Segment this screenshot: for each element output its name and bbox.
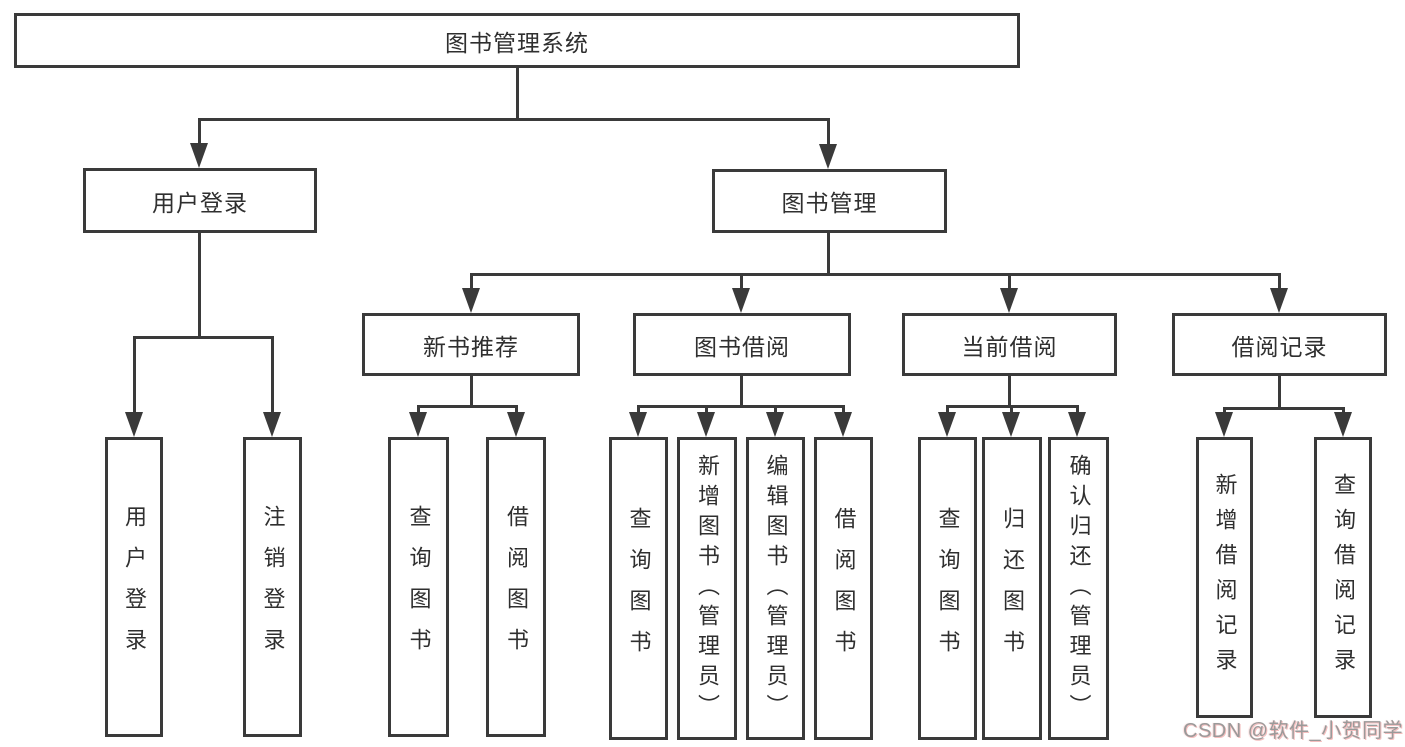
connector-borrowrecords-vertical [1278,376,1281,407]
arrowhead-to-leaf [125,412,143,437]
connector-newbooks-stub [470,273,473,290]
arrowhead-to-leaf [766,412,784,437]
leaf-label: 查询图书 [626,506,652,671]
node-current-borrow: 当前借阅 [902,313,1117,376]
node-root: 图书管理系统 [14,13,1020,68]
leaf-label: 编辑图书（管理员） [763,453,789,724]
arrowhead-to-userlogin [190,143,208,168]
leaf-current-return: 归还图书 [982,437,1042,740]
leaf-borrow-borrow: 借阅图书 [814,437,873,740]
node-borrow-records-label: 借阅记录 [1231,333,1328,360]
connector-borrowrecords-horizontal [1223,407,1345,410]
connector-currentborrow-vertical [1008,376,1011,405]
connector-bookmgmt-vertical [827,233,830,273]
connector-bookborrow-vertical [740,376,743,405]
leaf-label: 借阅图书 [504,505,529,669]
connector-newbooks-horizontal [417,405,518,408]
connector-bookmgmt-stub [827,118,830,145]
leaf-current-query: 查询图书 [918,437,977,740]
arrowhead-to-borrowrecords [1270,288,1288,313]
arrowhead-to-leaf [409,412,427,437]
csdn-watermark: CSDN @软件_小贺同学 [1183,720,1404,742]
connector-userlogin-horizontal [133,336,274,339]
connector-leaf-stub [705,405,708,414]
arrowhead-to-leaf [1215,412,1233,437]
connector-leaf-stub [515,405,518,414]
leaf-newbooks-query: 查询图书 [388,437,449,737]
arrowhead-to-newbooks [462,288,480,313]
connector-root-vertical [516,68,519,118]
connector-bookborrow-horizontal [637,405,845,408]
node-book-mgmt-label: 图书管理 [781,190,878,216]
leaf-label: 归还图书 [1000,506,1025,671]
node-book-mgmt: 图书管理 [712,169,947,233]
connector-newbooks-vertical [470,376,473,405]
leaf-label: 注销登录 [260,505,286,669]
node-root-label: 图书管理系统 [445,29,589,56]
connector-leaf-stub [637,405,640,414]
connector-leaf-stub [946,405,949,414]
connector-leaf-stub [842,405,845,414]
leaf-logout: 注销登录 [243,437,302,737]
leaf-label: 新增借阅记录 [1212,472,1238,683]
connector-borrowrecords-stub [1278,273,1281,290]
leaf-label: 查询图书 [935,506,961,671]
connector-bookborrow-stub [740,273,743,290]
leaf-label: 查询图书 [406,505,432,669]
connector-leaf-stub [1010,405,1013,414]
connector-userlogin-stub [198,118,201,144]
node-new-books-label: 新书推荐 [423,333,519,360]
leaf-borrow-add-admin: 新增图书（管理员） [677,437,737,740]
connector-leaf-stub [1342,407,1345,414]
node-user-login: 用户登录 [83,168,317,233]
arrowhead-to-leaf [1002,412,1020,437]
arrowhead-to-bookborrow [732,288,750,313]
node-book-borrow: 图书借阅 [633,313,851,376]
connector-leaf-stub [1223,407,1226,414]
connector-leaf-stub [417,405,420,414]
arrowhead-to-currentborrow [1000,288,1018,313]
node-current-borrow-label: 当前借阅 [961,333,1058,360]
leaf-label: 确认归还（管理员） [1066,453,1092,724]
arrowhead-to-leaf [263,412,281,437]
node-book-borrow-label: 图书借阅 [694,333,790,360]
arrowhead-to-leaf [1068,412,1086,437]
connector-leaf-stub [133,336,136,414]
leaf-label: 用户登录 [122,505,147,669]
leaf-records-add: 新增借阅记录 [1196,437,1253,718]
connector-leaf-stub [271,336,274,414]
connector-currentborrow-stub [1008,273,1011,290]
connector-leaf-stub [1076,405,1079,414]
connector-leaf-stub [774,405,777,414]
node-user-login-label: 用户登录 [152,189,248,216]
arrowhead-to-bookmgmt [819,144,837,169]
leaf-user-login: 用户登录 [105,437,163,737]
connector-userlogin-vertical [198,233,201,336]
arrowhead-to-leaf [1334,412,1352,437]
arrowhead-to-leaf [507,412,525,437]
arrowhead-to-leaf [834,412,852,437]
connector-bookmgmt-horizontal [470,273,1281,276]
leaf-borrow-edit-admin: 编辑图书（管理员） [746,437,805,740]
leaf-newbooks-borrow: 借阅图书 [486,437,546,737]
leaf-records-query: 查询借阅记录 [1314,437,1372,718]
leaf-borrow-query: 查询图书 [609,437,668,740]
arrowhead-to-leaf [629,412,647,437]
node-borrow-records: 借阅记录 [1172,313,1387,376]
leaf-label: 查询借阅记录 [1331,472,1356,683]
leaf-current-confirm-admin: 确认归还（管理员） [1048,437,1109,740]
leaf-label: 新增图书（管理员） [695,453,720,724]
node-new-books: 新书推荐 [362,313,580,376]
arrowhead-to-leaf [938,412,956,437]
connector-root-horizontal [198,118,830,121]
arrowhead-to-leaf [697,412,715,437]
leaf-label: 借阅图书 [831,506,857,671]
